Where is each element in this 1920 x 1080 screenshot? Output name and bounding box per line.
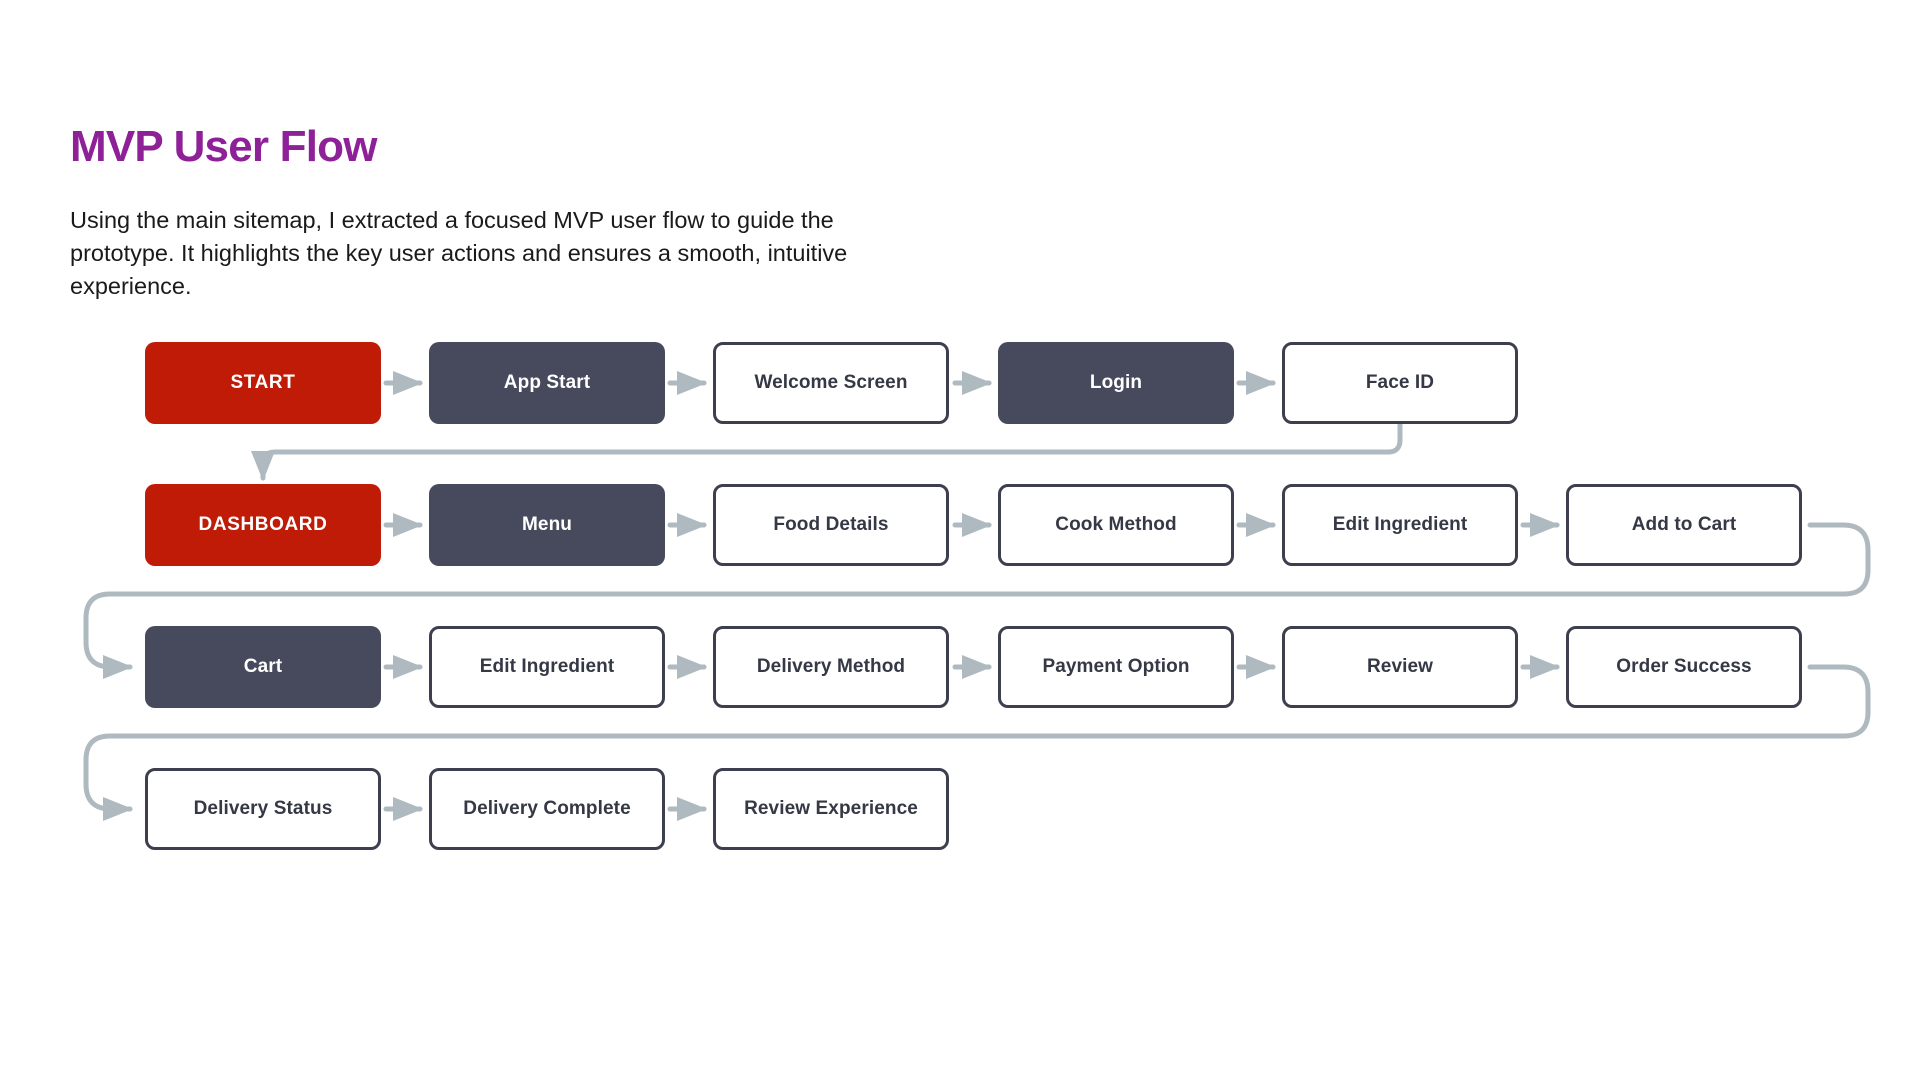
node-face-id[interactable]: Face ID — [1282, 342, 1518, 424]
node-menu[interactable]: Menu — [429, 484, 665, 566]
node-app-start[interactable]: App Start — [429, 342, 665, 424]
node-start[interactable]: START — [145, 342, 381, 424]
connector-faceid-to-dashboard — [251, 422, 1403, 481]
page-description: Using the main sitemap, I extracted a fo… — [70, 207, 848, 299]
node-review-experience[interactable]: Review Experience — [713, 768, 949, 850]
node-edit-ingredient-2[interactable]: Edit Ingredient — [429, 626, 665, 708]
node-delivery-status[interactable]: Delivery Status — [145, 768, 381, 850]
node-cook-method[interactable]: Cook Method — [998, 484, 1234, 566]
node-welcome-screen[interactable]: Welcome Screen — [713, 342, 949, 424]
node-food-details[interactable]: Food Details — [713, 484, 949, 566]
node-cart[interactable]: Cart — [145, 626, 381, 708]
node-delivery-method[interactable]: Delivery Method — [713, 626, 949, 708]
node-add-to-cart[interactable]: Add to Cart — [1566, 484, 1802, 566]
node-login[interactable]: Login — [998, 342, 1234, 424]
node-edit-ingredient[interactable]: Edit Ingredient — [1282, 484, 1518, 566]
page-title: MVP User Flow — [70, 122, 377, 171]
node-review[interactable]: Review — [1282, 626, 1518, 708]
node-order-success[interactable]: Order Success — [1566, 626, 1802, 708]
node-payment-option[interactable]: Payment Option — [998, 626, 1234, 708]
node-delivery-complete[interactable]: Delivery Complete — [429, 768, 665, 850]
node-dashboard[interactable]: DASHBOARD — [145, 484, 381, 566]
